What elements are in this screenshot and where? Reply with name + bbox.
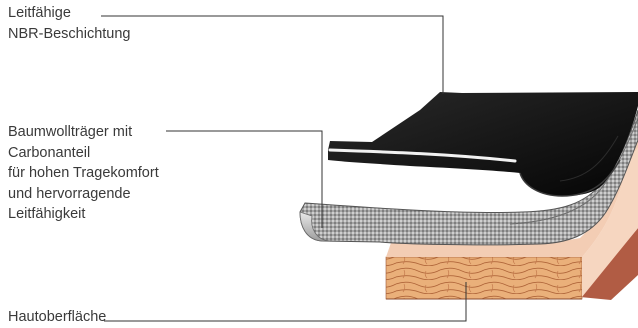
carrier-label-line-3: für hohen Tragekomfort (8, 165, 159, 181)
carrier-label: Baumwollträger mit Carbonanteil für hohe… (8, 122, 159, 225)
skin-label: Hautoberfläche (8, 307, 106, 328)
skin-label-line-1: Hautoberfläche (8, 309, 107, 325)
coating-label-line-2: NBR-Beschichtung (8, 25, 131, 42)
skin-tissue-block (385, 256, 583, 300)
coating-label: Leitfähige NBR-Beschichtung (8, 3, 131, 44)
carrier-label-line-5: Leitfähigkeit (8, 206, 86, 222)
carrier-label-line-1: Baumwollträger mit (8, 124, 133, 140)
leader-line-skin (104, 282, 467, 322)
carrier-fabric-layer (299, 109, 638, 246)
carrier-label-line-4: und hervorragende (8, 185, 131, 202)
carrier-edge (299, 211, 331, 242)
leader-line-carrier (166, 130, 323, 228)
coating-label-line-1: Leitfähige (8, 5, 71, 21)
skin-side-face (580, 228, 638, 300)
leader-line-coating (101, 15, 444, 94)
coating-edge-highlight (328, 148, 517, 163)
coating-layer (328, 92, 638, 196)
carrier-label-line-2: Carbonanteil (8, 144, 91, 161)
